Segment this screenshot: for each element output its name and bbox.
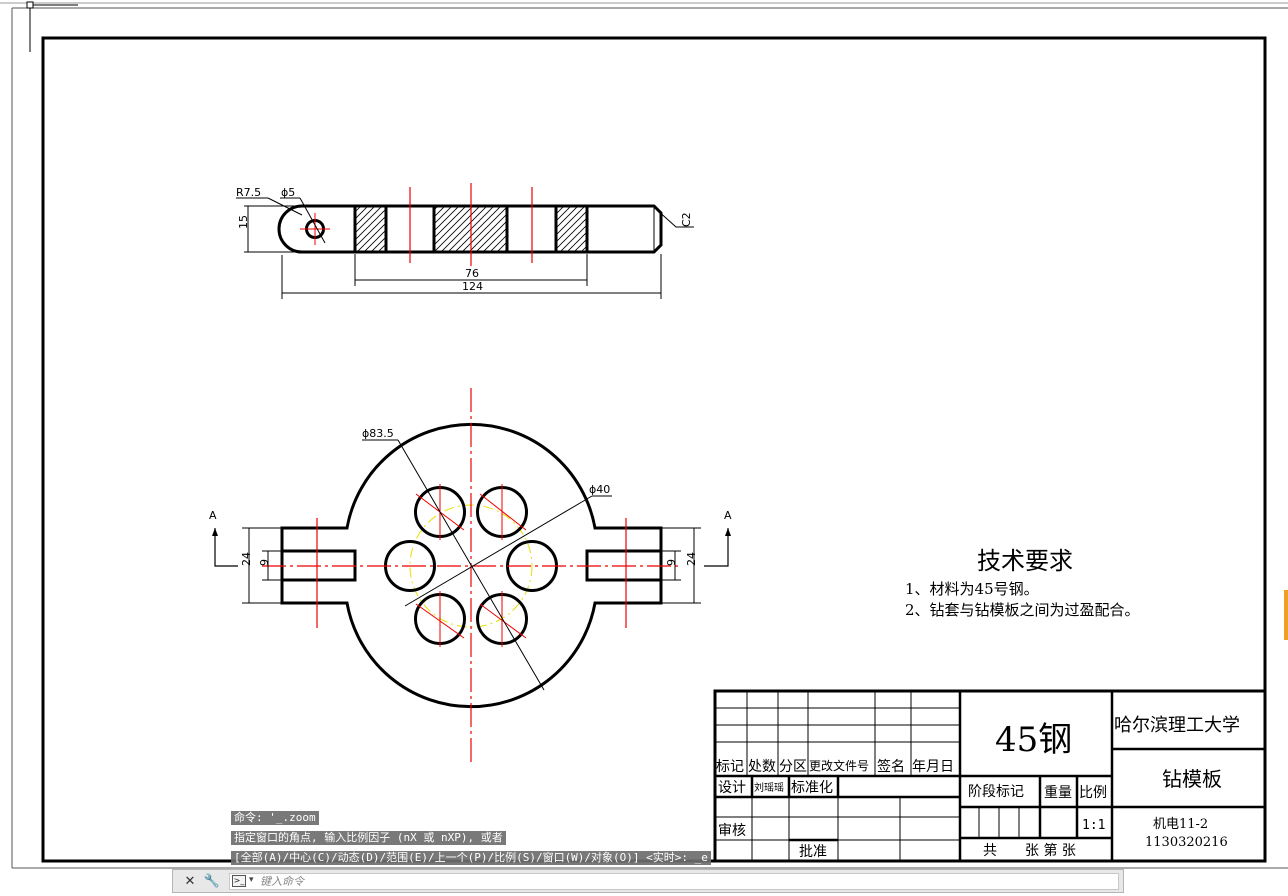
label-d124: 124	[462, 280, 483, 293]
label-d5: ϕ5	[281, 186, 295, 199]
top-view: R7.5 ϕ5 15 C2 76 124	[236, 183, 694, 299]
tech-req-item-1: 1、材料为45号钢。	[905, 580, 1039, 598]
command-prompt-icon[interactable]: >_	[232, 875, 246, 887]
command-history-line-1: 命令: '_.zoom	[231, 811, 319, 825]
tb-sheets: 共 张 第 张	[983, 842, 1076, 859]
tb-design: 设计	[718, 780, 746, 796]
label-d40: ϕ40	[589, 483, 610, 496]
close-icon[interactable]: ✕	[184, 874, 196, 889]
label-section-a-left: A	[209, 509, 217, 522]
tb-header-4: 签名	[877, 758, 905, 775]
tb-scale: 1:1	[1082, 818, 1105, 833]
tb-student-id: 1130320216	[1145, 835, 1228, 850]
tech-req-title: 技术要求	[977, 547, 1073, 575]
tb-scale-label: 比例	[1079, 785, 1107, 801]
ucs-crosshair	[26, 1, 78, 52]
tb-designer: 刘瑶瑶	[754, 782, 784, 794]
tb-review: 审核	[718, 823, 746, 839]
label-d24-left: 24	[240, 552, 253, 566]
tb-material: 45钢	[995, 720, 1072, 760]
label-c2: C2	[680, 212, 693, 227]
tb-part-name: 钻模板	[1162, 767, 1222, 791]
label-d76: 76	[465, 267, 479, 280]
tb-header-0: 标记	[716, 759, 744, 775]
label-r75: R7.5	[236, 186, 261, 199]
command-history-line-3: [全部(A)/中心(C)/动态(D)/范围(E)/上一个(P)/比例(S)/窗口…	[231, 851, 711, 865]
drawing-border	[41, 36, 1267, 863]
command-input[interactable]: 键入命令	[229, 873, 1119, 890]
tb-header-2: 分区	[779, 759, 807, 775]
label-d835: ϕ83.5	[362, 427, 394, 440]
tb-weight: 重量	[1044, 785, 1072, 801]
label-section-a-right: A	[724, 509, 732, 522]
wrench-icon[interactable]: 🔧	[203, 874, 221, 889]
tb-header-3: 更改文件号	[809, 758, 869, 773]
label-d24-right: 24	[685, 552, 698, 566]
title-block	[713, 689, 1267, 863]
tech-req-item-2: 2、钻套与钻模板之间为过盈配合。	[905, 601, 1140, 619]
tb-header-5: 年月日	[912, 759, 954, 775]
tb-stage-mark: 阶段标记	[968, 784, 1024, 800]
tb-approve: 批准	[799, 844, 827, 860]
label-d9-left: 9	[258, 559, 271, 566]
tb-standardize: 标准化	[791, 780, 833, 796]
label-h15: 15	[237, 215, 250, 229]
label-d9-right: 9	[665, 559, 678, 566]
chevron-down-icon[interactable]: ▾	[249, 875, 254, 885]
tb-class: 机电11-2	[1153, 817, 1208, 832]
tb-header-1: 处数	[748, 759, 776, 775]
command-history-line-2: 指定窗口的角点, 输入比例因子 (nX 或 nXP), 或者	[231, 831, 506, 845]
front-view: ϕ83.5 ϕ40 A A 24 9 9 24	[209, 388, 732, 762]
command-bar: ✕ 🔧 键入命令 >_ ▾	[172, 869, 1124, 893]
tb-university: 哈尔滨理工大学	[1114, 715, 1240, 736]
